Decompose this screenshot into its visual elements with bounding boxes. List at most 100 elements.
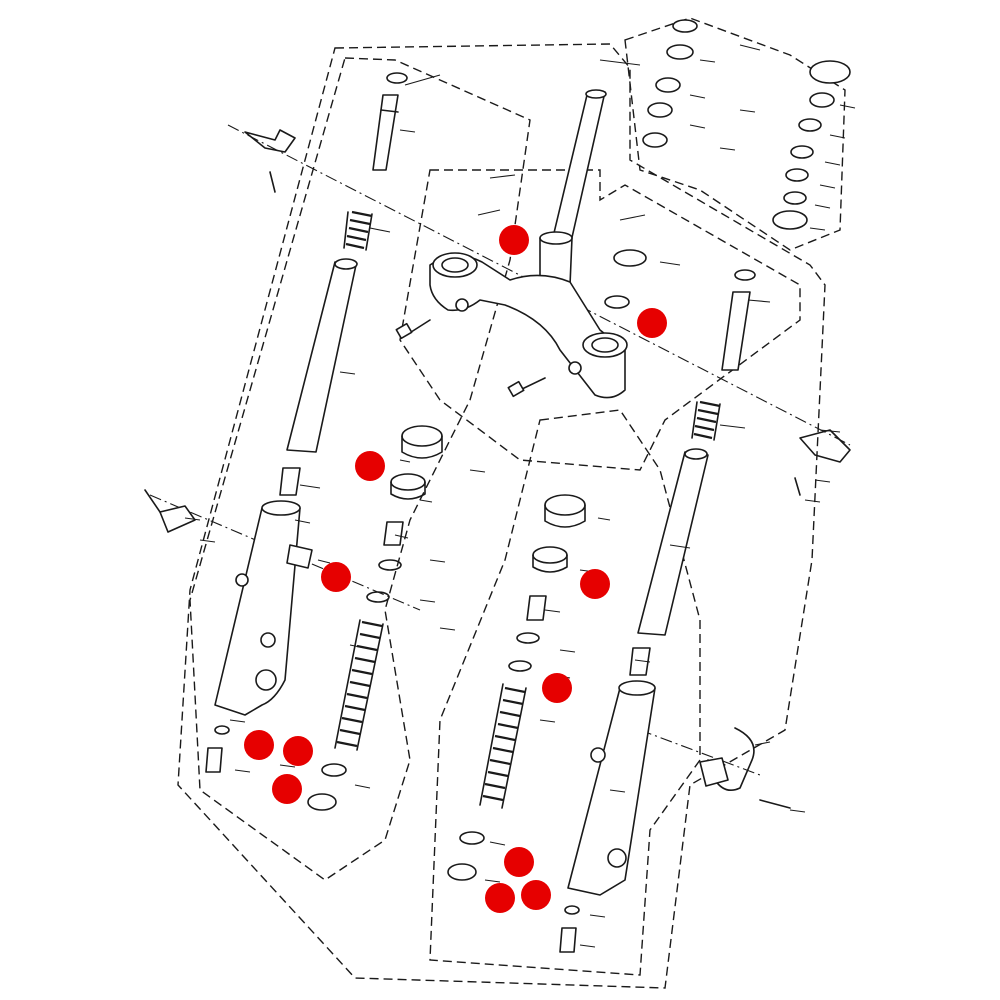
left-dust-seal xyxy=(307,793,337,811)
marker-left-dust-seal[interactable] xyxy=(272,774,302,804)
bearing-washer xyxy=(655,77,681,93)
left-short-spring-sides xyxy=(343,211,373,251)
left-axle-boss xyxy=(255,669,277,691)
right-short-spring-sides xyxy=(691,401,721,441)
right-long-spring-sides xyxy=(479,683,527,809)
left-piston xyxy=(279,467,301,496)
lower-triple-clamp xyxy=(395,252,628,399)
upper-left-bracket-icon xyxy=(244,129,296,153)
stem-collar-top xyxy=(539,231,573,245)
steering-bearing-boundary xyxy=(624,17,846,251)
right-dust-clip xyxy=(459,831,485,845)
left-inner-tube-top xyxy=(334,258,358,270)
right-drain-washer xyxy=(564,905,580,915)
lower-axis-line xyxy=(149,494,421,611)
bearing-stack xyxy=(642,19,851,230)
right-seal-1 xyxy=(544,494,586,516)
bearing-race-upper xyxy=(647,102,673,118)
upper-left-bolt-icon xyxy=(269,171,276,193)
left-clamp-bore-inner xyxy=(441,257,469,273)
marker-right-clamp-oring[interactable] xyxy=(637,308,667,338)
right-brake-hose-clip xyxy=(707,727,755,791)
left-long-spring xyxy=(336,620,383,748)
right-inner-tube xyxy=(637,451,709,636)
right-bracket-bolt xyxy=(759,799,791,809)
left-bracket xyxy=(159,505,196,533)
right-clip-1 xyxy=(516,632,540,644)
right-seal-2-side xyxy=(532,554,568,573)
marker-right-drain-washer[interactable] xyxy=(521,880,551,910)
marker-left-dust-clip[interactable] xyxy=(283,736,313,766)
top-axis-line xyxy=(227,124,851,446)
right-clip-2 xyxy=(508,660,532,672)
left-dust-clip xyxy=(321,763,347,777)
bearing-race-lower xyxy=(642,132,668,148)
right-piston xyxy=(629,647,651,676)
upper-right-bracket-icon xyxy=(799,429,851,463)
left-slider-boss xyxy=(235,573,249,587)
right-seal-2 xyxy=(532,546,568,564)
right-damper-rod xyxy=(721,291,751,371)
inner-right-boundary xyxy=(429,409,701,976)
left-bushing xyxy=(383,521,404,546)
triple-clamp-boundary xyxy=(399,169,801,471)
stem-top xyxy=(585,89,607,99)
right-fork-cap-plug xyxy=(613,249,647,267)
leader-lines xyxy=(184,44,856,948)
left-pinch-bolt-head xyxy=(395,322,413,340)
inner-left-boundary xyxy=(189,57,531,881)
left-seal-2 xyxy=(390,473,426,491)
assembly-boundaries xyxy=(177,17,846,989)
left-slider-lug xyxy=(286,544,313,569)
right-inner-tube-top xyxy=(684,448,708,460)
left-clip-2 xyxy=(366,591,390,603)
marker-right-dust-clip[interactable] xyxy=(504,847,534,877)
left-fork-cap xyxy=(386,72,408,84)
bearing-cap xyxy=(672,19,698,33)
bearing-ring-d xyxy=(785,168,809,182)
right-dust-seal xyxy=(447,863,477,881)
left-axle-boss-upper xyxy=(260,632,276,648)
bearing-ring-b xyxy=(798,118,822,132)
marker-right-oil-seal[interactable] xyxy=(580,569,610,599)
marker-left-clamp-oring[interactable] xyxy=(499,225,529,255)
left-pinch-hole xyxy=(455,298,469,312)
right-seal-1-side xyxy=(544,504,586,528)
marker-left-drain-washer[interactable] xyxy=(244,730,274,760)
right-slider-top xyxy=(618,680,656,696)
highlight-markers xyxy=(244,225,667,913)
marker-left-clip[interactable] xyxy=(321,562,351,592)
left-drain-bolt xyxy=(205,747,223,773)
left-clamp-bore xyxy=(432,252,478,278)
marker-left-oil-seal[interactable] xyxy=(355,451,385,481)
left-long-spring-sides xyxy=(334,619,384,751)
right-pinch-bolt-head xyxy=(507,380,525,398)
right-axle-boss xyxy=(607,848,627,868)
upper-right-bolt-icon xyxy=(794,477,801,496)
right-long-spring xyxy=(482,686,526,802)
mount-bolts xyxy=(244,129,851,496)
bearing-ring-c xyxy=(790,145,814,159)
left-clip-1 xyxy=(378,559,402,571)
axis-lines xyxy=(149,124,851,776)
right-clamp-bore-inner xyxy=(591,337,619,353)
marker-right-dust-seal[interactable] xyxy=(485,883,515,913)
right-clamp-washer xyxy=(604,295,630,309)
outer-left-boundary xyxy=(177,43,826,989)
left-damper-rod xyxy=(372,94,399,171)
left-drain-washer xyxy=(214,725,230,735)
right-drain-bolt xyxy=(559,927,577,953)
left-seal-1 xyxy=(401,425,443,447)
bearing-cover xyxy=(809,60,851,84)
marker-right-clip[interactable] xyxy=(542,673,572,703)
right-fork-cap xyxy=(734,269,756,281)
left-short-spring xyxy=(345,210,373,250)
right-clamp-bore xyxy=(582,332,628,358)
right-short-spring xyxy=(693,400,721,440)
bearing-ring-e xyxy=(783,191,807,205)
bearing-ring-a xyxy=(809,92,835,108)
right-slider-boss xyxy=(590,747,606,763)
left-outer-slider xyxy=(214,507,301,716)
